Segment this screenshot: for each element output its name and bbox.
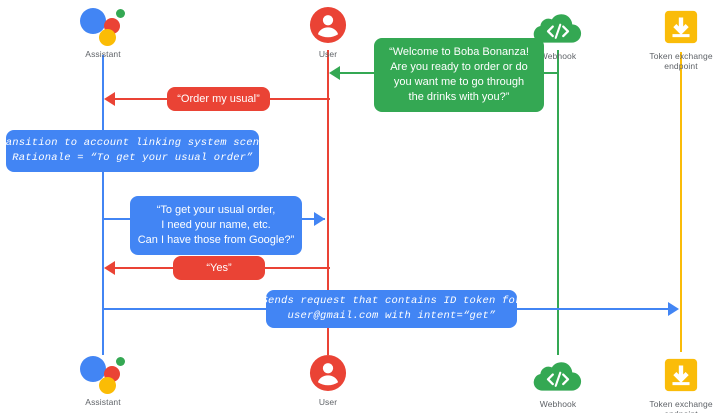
actor-webhook-top[interactable]: Webhook — [503, 6, 613, 61]
arrowhead-yes — [104, 261, 115, 275]
actor-label-assistant-bottom: Assistant — [85, 397, 121, 407]
message-yes: “Yes” — [173, 256, 265, 280]
lifeline-token-endpoint — [680, 52, 682, 352]
actor-label-token-endpoint-bottom: Token exchange — [649, 399, 713, 409]
lifeline-webhook — [557, 50, 559, 355]
actor-label-user-bottom: User — [318, 397, 338, 407]
user-avatar-icon-bottom — [273, 352, 383, 394]
google-assistant-logo — [48, 4, 158, 46]
token-download-icon — [626, 6, 725, 48]
arrowhead-need-your-name — [314, 212, 325, 226]
actor-token-endpoint-bottom[interactable]: Token exchange endpoint — [626, 354, 725, 413]
message-welcome: “Welcome to Boba Bonanza! Are you ready … — [374, 38, 544, 112]
actor-label-token-endpoint-bottom-2: endpoint — [626, 409, 725, 413]
arrowhead-order-my-usual — [104, 92, 115, 106]
note-transition: Transition to account linking system sce… — [0, 130, 272, 172]
arrowhead-welcome — [329, 66, 340, 80]
actor-label-token-endpoint-2: endpoint — [664, 61, 698, 71]
google-assistant-logo-bottom — [48, 352, 158, 394]
actor-label-user: User — [318, 49, 338, 59]
message-need-your-name: “To get your usual order, I need your na… — [130, 196, 302, 255]
cloud-code-icon-bottom — [503, 354, 613, 396]
actor-assistant-top[interactable]: Assistant — [48, 4, 158, 59]
actor-user-top[interactable]: User — [273, 4, 383, 59]
actor-label-assistant: Assistant — [85, 49, 121, 59]
actor-label-webhook: Webhook — [539, 51, 577, 61]
lifeline-assistant — [102, 55, 104, 355]
actor-user-bottom[interactable]: User — [273, 352, 383, 407]
actor-token-endpoint-top[interactable]: Token exchange endpoint — [626, 6, 725, 71]
lifeline-user — [327, 50, 329, 355]
arrowhead-sends-request — [668, 302, 679, 316]
actor-label-webhook-bottom: Webhook — [539, 399, 577, 409]
cloud-code-icon — [503, 6, 613, 48]
actor-webhook-bottom[interactable]: Webhook — [503, 354, 613, 409]
message-order-my-usual: “Order my usual” — [167, 87, 270, 111]
user-avatar-icon — [273, 4, 383, 46]
token-download-icon-bottom — [626, 354, 725, 396]
actor-assistant-bottom[interactable]: Assistant — [48, 352, 158, 407]
note-sends-request: Sends request that contains ID token for… — [261, 290, 521, 328]
actor-label-token-endpoint: Token exchange — [649, 51, 713, 61]
